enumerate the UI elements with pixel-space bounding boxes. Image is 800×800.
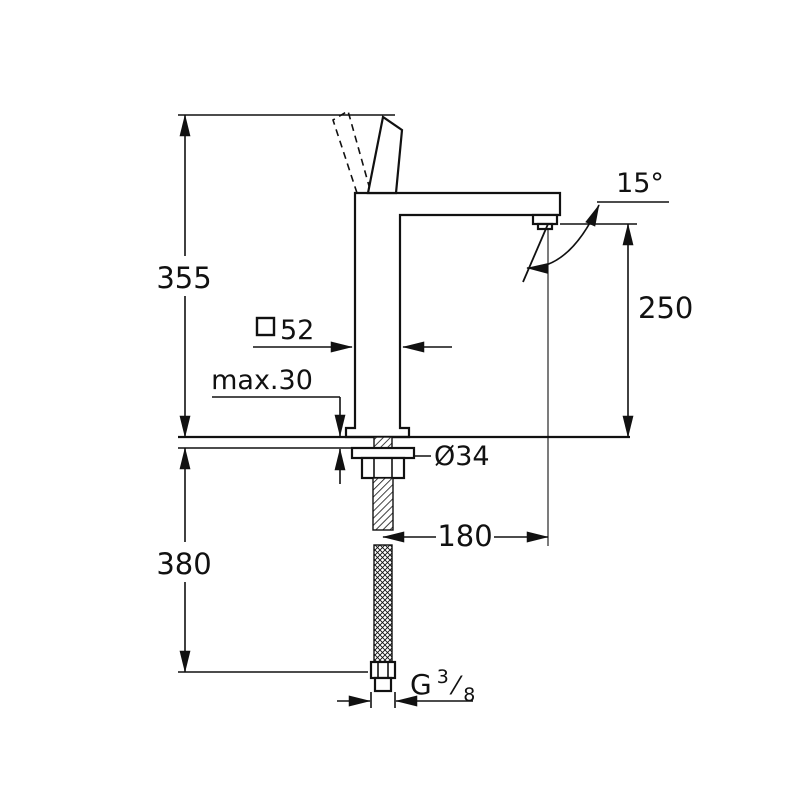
dim-355-label: 355 — [156, 261, 211, 295]
mounting-nut — [360, 456, 406, 480]
hose-connector — [369, 660, 397, 680]
dim-d34-label: Ø34 — [434, 441, 490, 472]
shank-threaded — [372, 477, 394, 531]
dim-height-below-deck: 380 — [156, 447, 368, 673]
dim-spout-reach: 180 — [382, 519, 549, 553]
dim-380-label: 380 — [156, 547, 211, 581]
hose-connector-tip — [373, 676, 393, 693]
angle-arc — [526, 204, 600, 274]
dim-180-label: 180 — [437, 519, 492, 553]
washer — [350, 446, 416, 460]
dim-max30-label: max.30 — [211, 365, 313, 396]
faucet — [178, 109, 630, 693]
dim-hose-thread: G 3 ⁄ 8 — [337, 666, 475, 708]
handle-lever — [366, 115, 404, 195]
dim-15deg-label: 15° — [616, 168, 664, 199]
spray-angle-line — [522, 223, 549, 283]
dim-spout-angle: 15° — [522, 168, 669, 546]
dim-52-label: 52 — [280, 315, 314, 346]
dim-body-width: 52 — [253, 315, 452, 353]
label-mask — [157, 256, 211, 296]
aerator — [531, 213, 559, 226]
label-mask — [436, 520, 494, 552]
dim-spout-height: 250 — [560, 223, 693, 438]
handle-dashed-position — [332, 109, 372, 194]
aerator-tip — [536, 222, 554, 231]
thread-numerator: 3 — [437, 666, 449, 688]
dim-deck-thickness: max.30 — [211, 365, 346, 484]
thread-label: G 3 ⁄ 8 — [410, 666, 475, 706]
label-mask — [157, 542, 211, 582]
thread-denominator: 8 — [463, 684, 475, 706]
faucet-body-spout — [344, 191, 562, 439]
dim-height-above-deck: 355 — [156, 114, 395, 438]
dim-250-label: 250 — [638, 291, 693, 325]
shank-upper — [373, 436, 393, 449]
thread-prefix: G — [410, 668, 432, 701]
thread-slash: ⁄ — [449, 671, 463, 700]
dim-shank-diameter: Ø34 — [414, 441, 490, 472]
square-symbol — [255, 316, 276, 337]
flex-hose — [373, 544, 393, 663]
